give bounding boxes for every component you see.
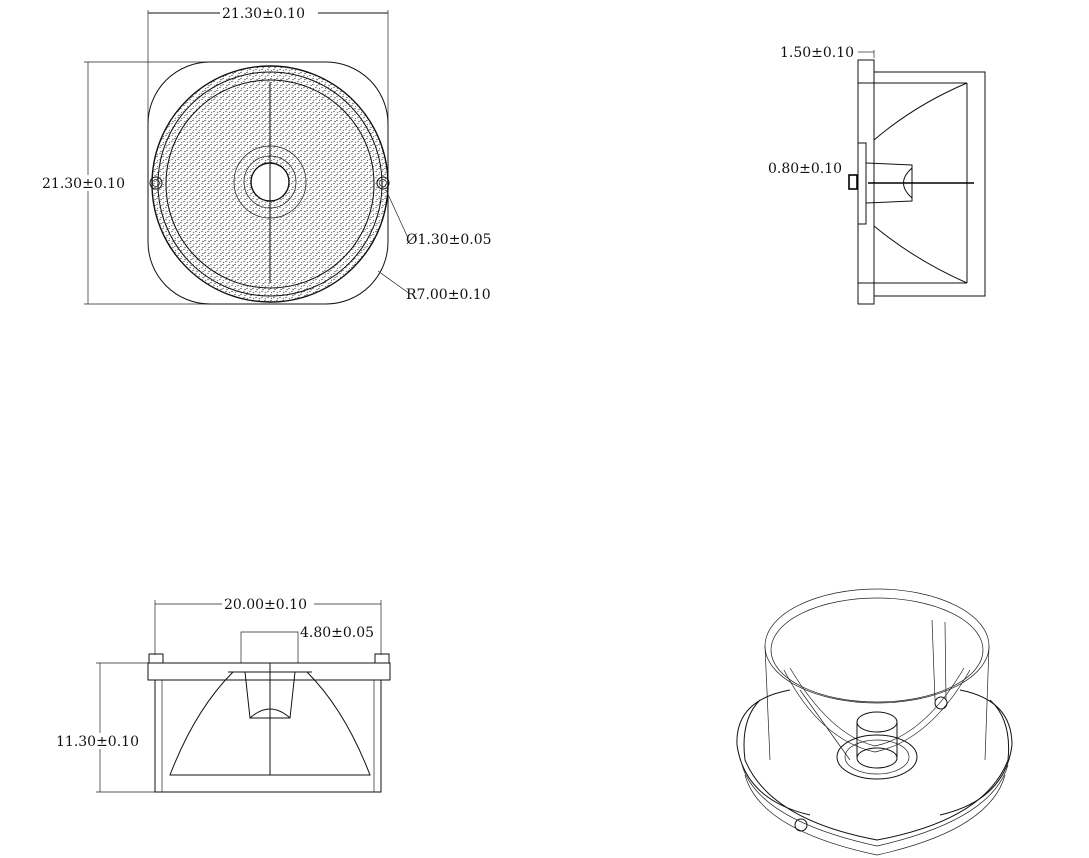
isometric-view <box>736 588 1013 856</box>
front-view: 20.00±0.10 4.80±0.05 11.30±0.10 <box>56 596 391 793</box>
corner-radius-label: R7.00±0.10 <box>406 287 491 303</box>
inner-diameter-label: 4.80±0.05 <box>300 625 374 641</box>
top-width-label: 21.30±0.10 <box>222 6 305 22</box>
locating-pin-right <box>376 176 390 190</box>
side-view: 1.50±0.10 0.80±0.10 <box>768 45 986 305</box>
top-view: 21.30±0.10 21.30±0.10 Ø1.30±0.05 R7.00±0… <box>42 4 492 305</box>
locating-pin-left <box>149 176 163 190</box>
top-height-label: 21.30±0.10 <box>42 176 125 192</box>
pin-height-label: 0.80±0.10 <box>768 161 842 177</box>
hole-diameter-label: Ø1.30±0.05 <box>406 232 492 248</box>
flange-thickness-label: 1.50±0.10 <box>780 45 854 61</box>
front-width-label: 20.00±0.10 <box>224 597 307 613</box>
front-body <box>154 679 382 793</box>
side-flange <box>857 59 875 305</box>
front-height-label: 11.30±0.10 <box>56 734 139 750</box>
